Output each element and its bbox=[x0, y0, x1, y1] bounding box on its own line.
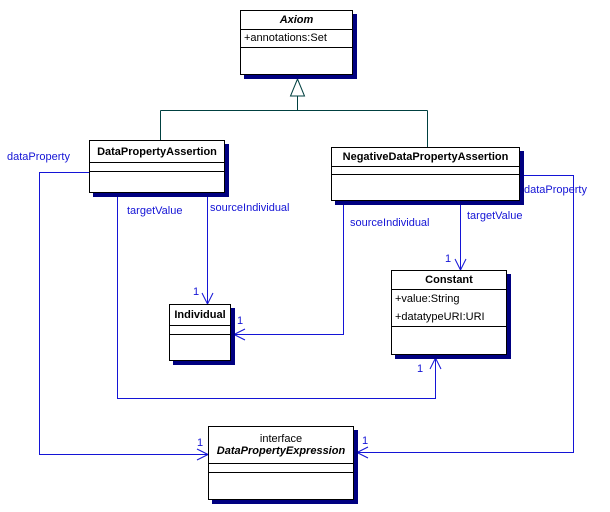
class-axiom-operations bbox=[241, 48, 352, 74]
edge-label-dpa-dataproperty: dataProperty bbox=[7, 151, 70, 163]
class-individual-operations bbox=[170, 335, 230, 360]
class-data-property-assertion-operations bbox=[90, 172, 224, 192]
arrowhead-into-individual-right bbox=[233, 328, 246, 341]
class-data-property-assertion-title: DataPropertyAssertion bbox=[90, 141, 224, 163]
class-axiom-name: Axiom bbox=[279, 14, 314, 26]
association-arrowheads bbox=[196, 258, 467, 461]
arrowhead-into-constant-top bbox=[454, 258, 467, 271]
arrowhead-into-individual-top bbox=[201, 292, 214, 305]
class-negative-data-property-assertion-operations bbox=[332, 175, 519, 200]
class-data-property-assertion[interactable]: DataPropertyAssertion bbox=[89, 140, 225, 193]
class-axiom[interactable]: Axiom +annotations:Set bbox=[240, 10, 353, 75]
class-individual-title: Individual bbox=[170, 305, 230, 326]
class-axiom-title: Axiom bbox=[241, 11, 352, 30]
edge-label-dpa-targetvalue: targetValue bbox=[127, 205, 183, 217]
class-constant-operations bbox=[392, 327, 506, 354]
class-data-property-expression-operations bbox=[209, 473, 353, 499]
class-data-property-expression-attributes bbox=[209, 464, 353, 473]
class-constant-title: Constant bbox=[392, 271, 506, 290]
arrowhead-into-constant-bottom bbox=[429, 357, 442, 370]
edge-ndpa-dataproperty bbox=[357, 175, 574, 453]
generalization-edges bbox=[160, 96, 428, 148]
generalization-triangle-icon bbox=[289, 77, 306, 97]
class-negative-data-property-assertion-title: NegativeDataPropertyAssertion bbox=[332, 148, 519, 167]
multiplicity-constant-bottom: 1 bbox=[417, 363, 424, 375]
edge-label-ndpa-sourceindividual: sourceIndividual bbox=[350, 217, 430, 229]
class-individual-attributes bbox=[170, 326, 230, 335]
multiplicity-individual-right: 1 bbox=[237, 315, 244, 327]
class-constant-name: Constant bbox=[425, 274, 473, 286]
class-data-property-assertion-name: DataPropertyAssertion bbox=[97, 145, 217, 158]
multiplicity-constant-top: 1 bbox=[445, 253, 452, 265]
attribute: +annotations:Set bbox=[244, 32, 327, 44]
class-individual-name: Individual bbox=[174, 309, 226, 321]
association-edges bbox=[39, 172, 574, 455]
class-negative-data-property-assertion[interactable]: NegativeDataPropertyAssertion bbox=[331, 147, 520, 201]
attribute: +datatypeURI:URI bbox=[395, 311, 485, 323]
class-data-property-expression-title: interface DataPropertyExpression bbox=[209, 427, 353, 464]
class-individual[interactable]: Individual bbox=[169, 304, 231, 361]
class-negative-data-property-assertion-attributes bbox=[332, 167, 519, 175]
multiplicity-individual-top: 1 bbox=[193, 286, 200, 298]
edge-label-ndpa-targetvalue: targetValue bbox=[467, 210, 523, 222]
class-data-property-expression-stereotype: interface bbox=[259, 433, 303, 445]
edge-label-dpa-sourceindividual: sourceIndividual bbox=[210, 202, 290, 214]
attribute: +value:String bbox=[395, 293, 460, 305]
edge-label-ndpa-dataproperty: dataProperty bbox=[524, 184, 587, 196]
class-constant[interactable]: Constant +value:String +datatypeURI:URI bbox=[391, 270, 507, 355]
generalization-edge bbox=[160, 96, 428, 148]
edge-ndpa-sourceindividual bbox=[234, 204, 344, 335]
multiplicity-dpe-left: 1 bbox=[197, 437, 204, 449]
class-negative-data-property-assertion-name: NegativeDataPropertyAssertion bbox=[342, 151, 509, 163]
arrowhead-into-dpe-left bbox=[196, 448, 209, 461]
multiplicity-dpe-right: 1 bbox=[362, 435, 369, 447]
class-data-property-expression[interactable]: interface DataPropertyExpression bbox=[208, 426, 354, 500]
class-data-property-expression-name: DataPropertyExpression bbox=[216, 445, 346, 457]
class-axiom-attributes: +annotations:Set bbox=[241, 30, 352, 48]
edge-dpa-dataproperty bbox=[39, 172, 208, 455]
arrowhead-into-dpe-right bbox=[356, 446, 369, 459]
edge-dpa-targetvalue bbox=[117, 196, 436, 399]
class-data-property-assertion-attributes bbox=[90, 163, 224, 172]
class-constant-attributes: +value:String +datatypeURI:URI bbox=[392, 290, 506, 327]
